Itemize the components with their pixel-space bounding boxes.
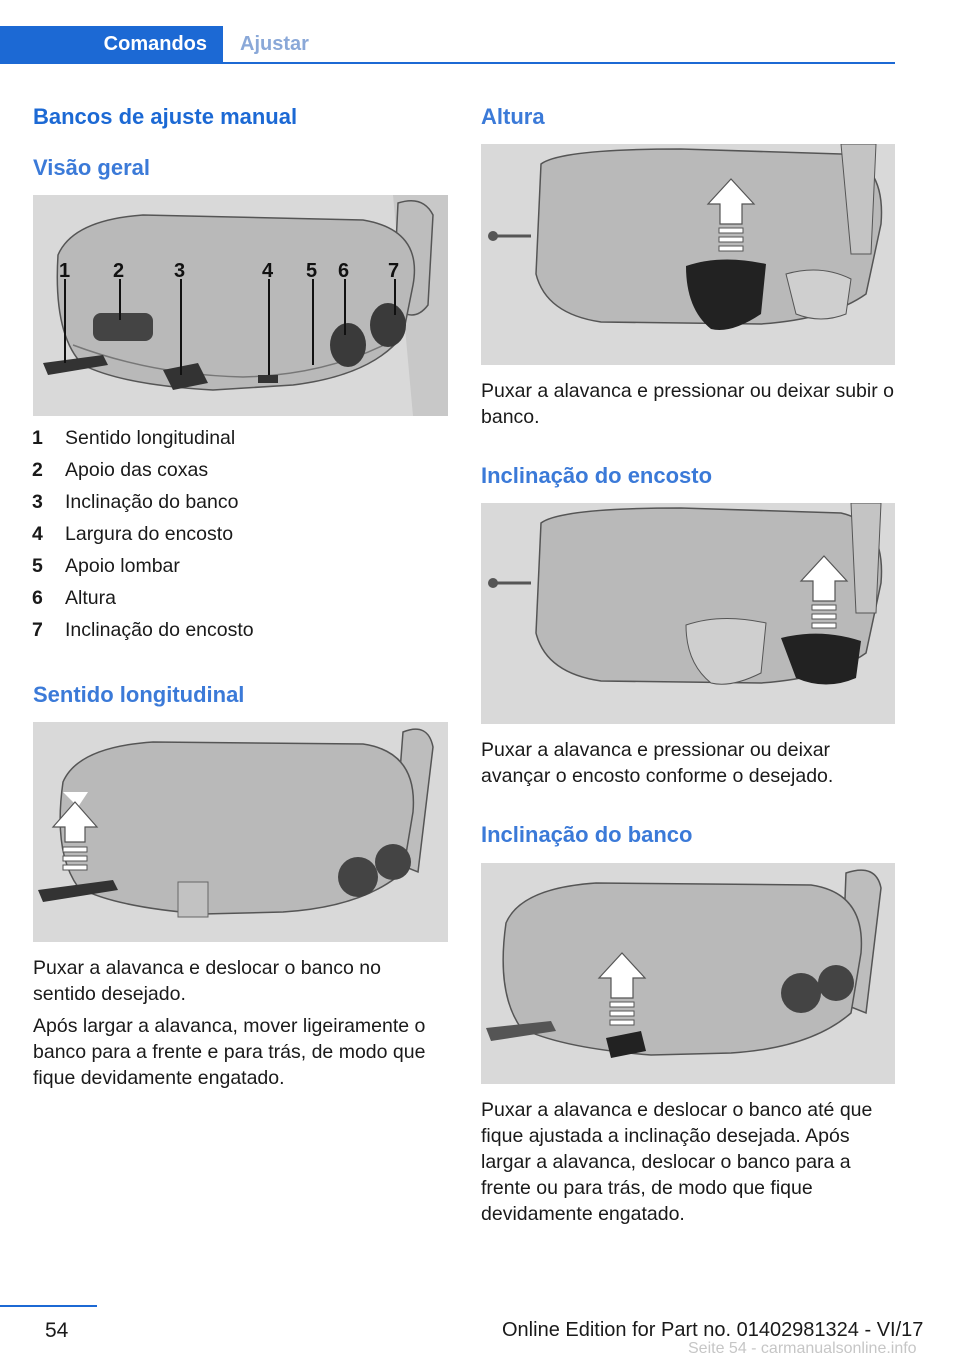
- figure-label-2: 2: [113, 260, 124, 282]
- backrest-paragraph: Puxar a alavanca e pressionar ou deixar …: [481, 739, 834, 787]
- figure-label-3: 3: [174, 260, 185, 282]
- figure-label-4: 4: [262, 260, 274, 282]
- backrest-heading: Inclinação do encosto: [481, 463, 713, 488]
- seat-tilt-figure: [481, 863, 895, 1084]
- seat-overview-figure: 1 2 3 4 5 6 7: [33, 195, 448, 416]
- figure-label-5: 5: [306, 260, 317, 282]
- seat-longitudinal-figure: [33, 722, 448, 942]
- figure-label-7: 7: [388, 260, 399, 282]
- tab-comandos[interactable]: Comandos: [0, 26, 223, 62]
- watermark: Seite 54 - carmanualsonline.info: [688, 1340, 917, 1357]
- edition-note: Online Edition for Part no. 01402981324 …: [502, 1319, 924, 1341]
- footer-rule: [0, 1305, 97, 1307]
- longitudinal-heading: Sentido longitudinal: [33, 682, 245, 707]
- page-number: 54: [45, 1319, 69, 1342]
- height-paragraph: Puxar a alavanca e pressionar ou deixar …: [481, 380, 894, 428]
- section-title: Bancos de ajuste manual: [33, 104, 298, 129]
- tab-ajustar[interactable]: Ajustar: [240, 33, 309, 55]
- backrest-tilt-figure: [481, 503, 895, 724]
- height-heading: Altura: [481, 104, 545, 129]
- longitudinal-paragraph-2: Após largar a alavanca, mover ligeiramen…: [33, 1015, 426, 1089]
- seat-tilt-paragraph: Puxar a alavanca e deslocar o banco até …: [481, 1099, 873, 1225]
- overview-heading: Visão geral: [33, 155, 150, 180]
- seat-tilt-heading: Inclinação do banco: [481, 822, 693, 847]
- figure-label-1: 1: [59, 260, 70, 282]
- figure-label-6: 6: [338, 260, 349, 282]
- chapter-tab-bar: Comandos Ajustar: [0, 26, 895, 64]
- seat-height-figure: [481, 144, 895, 365]
- longitudinal-paragraph-1: Puxar a alavanca e deslocar o banco no s…: [33, 957, 381, 1005]
